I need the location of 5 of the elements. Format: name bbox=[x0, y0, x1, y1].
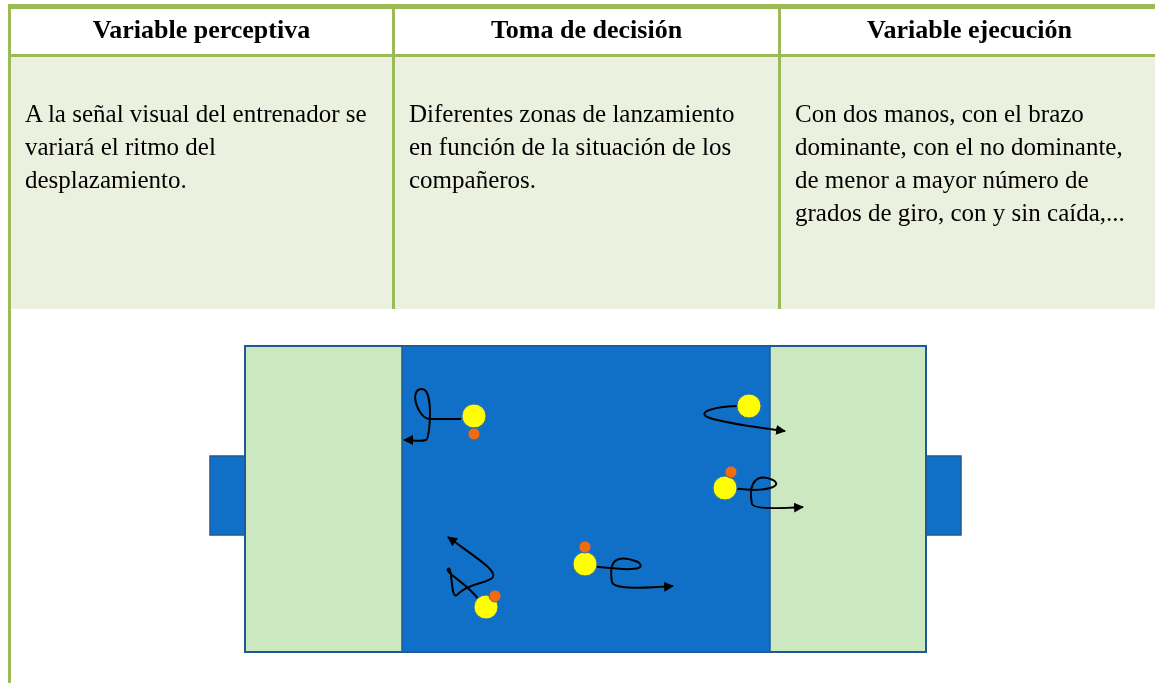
column-header: Toma de decisión bbox=[395, 9, 781, 57]
column-header: Variable perceptiva bbox=[11, 9, 395, 57]
table-cell: Diferentes zonas de lanzamiento en función de la situación de los compañeros. bbox=[395, 57, 781, 312]
table-cell: Con dos manos, con el brazo dominante, con el no dominante, de menor a mayor número de grados de giro, con y sin caída,... bbox=[781, 57, 1155, 312]
table-cell: A la señal visual del entrenador se variará el ritmo del desplazamiento. bbox=[11, 57, 395, 312]
